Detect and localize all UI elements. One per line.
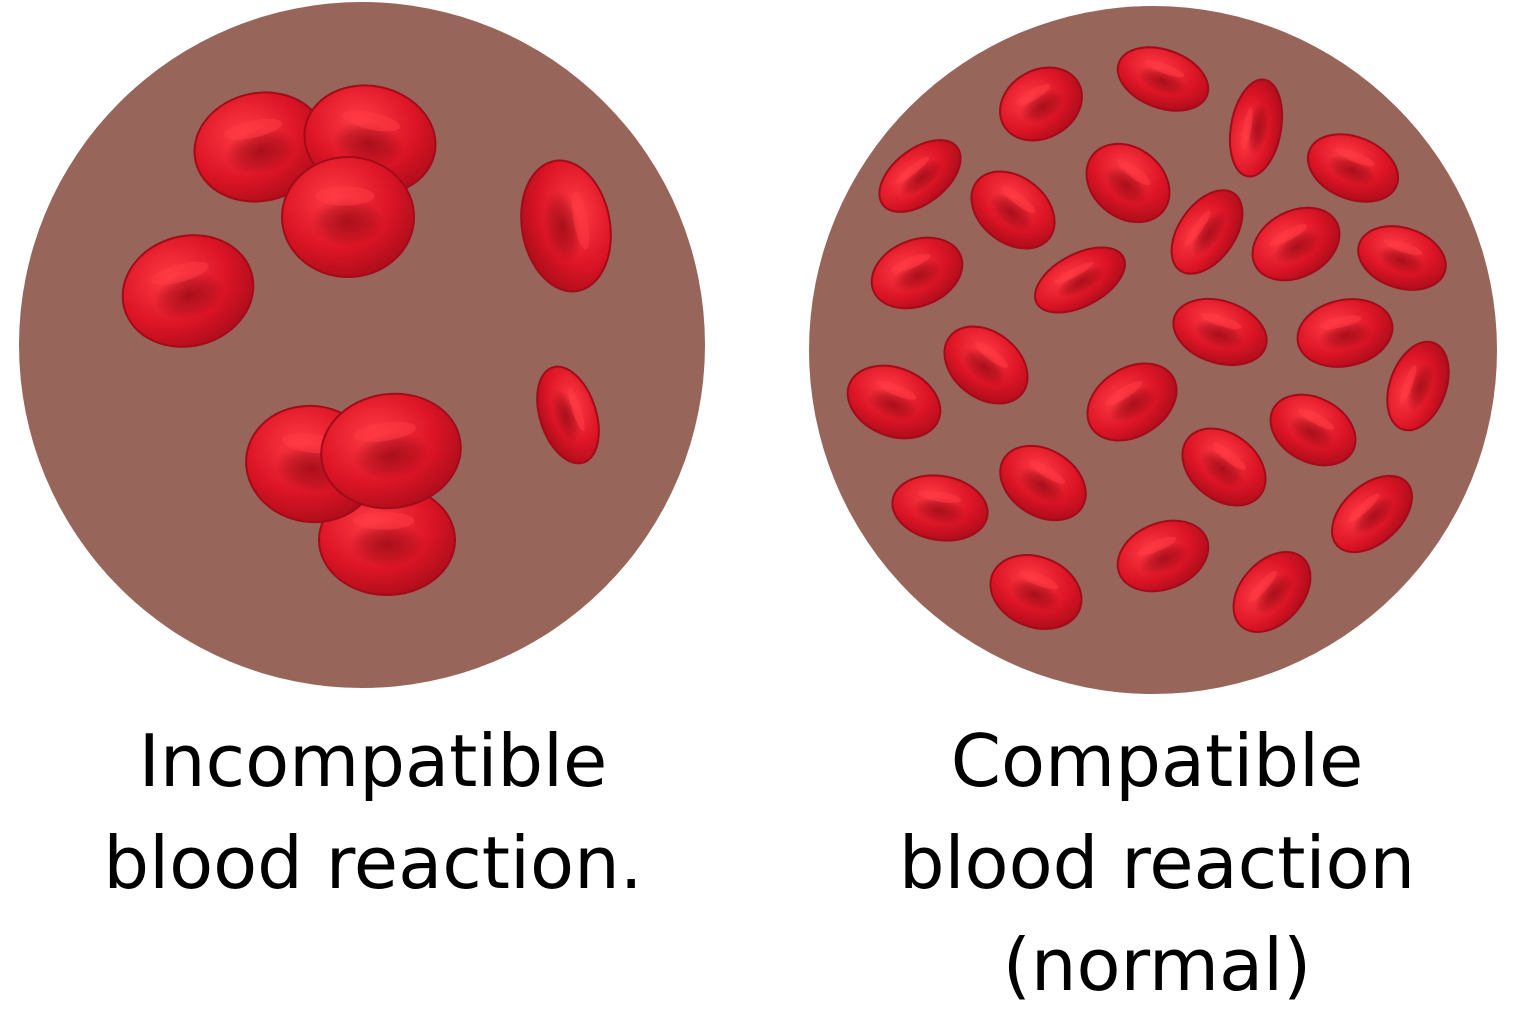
incompatible-clumped-cells (121, 84, 612, 596)
red-blood-cell (1116, 46, 1210, 112)
red-blood-cell (1181, 427, 1267, 507)
red-blood-cell (878, 139, 962, 213)
red-blood-cell (520, 159, 612, 293)
red-blood-cell (1170, 189, 1244, 275)
compatible-caption-line: Compatible (950, 719, 1364, 803)
incompatible-caption: Incompatible blood reaction. (0, 710, 753, 914)
incompatible-caption-line: blood reaction. (103, 821, 643, 905)
red-blood-cell (1228, 78, 1284, 178)
red-blood-cell (1086, 362, 1178, 442)
red-blood-cell (1232, 551, 1312, 633)
red-blood-cell (999, 66, 1083, 142)
red-blood-cell (943, 325, 1029, 405)
red-blood-cell (1296, 298, 1394, 368)
red-blood-cell (1386, 340, 1450, 432)
red-blood-cell (1269, 393, 1357, 467)
red-blood-cell (1034, 246, 1126, 314)
compatible-caption: Compatible blood reaction (normal) (777, 710, 1536, 1016)
incompatible-caption-line: Incompatible (138, 719, 608, 803)
compatible-caption-line: (normal) (1002, 923, 1312, 1007)
red-blood-cell (999, 444, 1087, 522)
red-blood-cell (1331, 474, 1413, 554)
red-blood-cell (536, 365, 600, 465)
red-blood-cell (1357, 225, 1447, 291)
red-blood-cell (281, 156, 415, 278)
red-blood-cell (1172, 297, 1268, 367)
red-blood-cell (121, 234, 255, 348)
red-blood-cell (989, 554, 1083, 630)
red-blood-cell (1085, 142, 1171, 224)
red-blood-cell (320, 392, 462, 510)
red-blood-cell (870, 236, 964, 310)
red-blood-cell (1251, 206, 1341, 282)
red-blood-cell (846, 364, 942, 440)
compatible-dispersed-cells (846, 46, 1450, 633)
red-blood-cell (891, 474, 989, 542)
red-blood-cell (193, 91, 327, 203)
red-blood-cell (1116, 519, 1210, 593)
red-blood-cell (970, 170, 1056, 250)
compatible-caption-line: blood reaction (898, 821, 1416, 905)
red-blood-cell (1306, 133, 1400, 203)
